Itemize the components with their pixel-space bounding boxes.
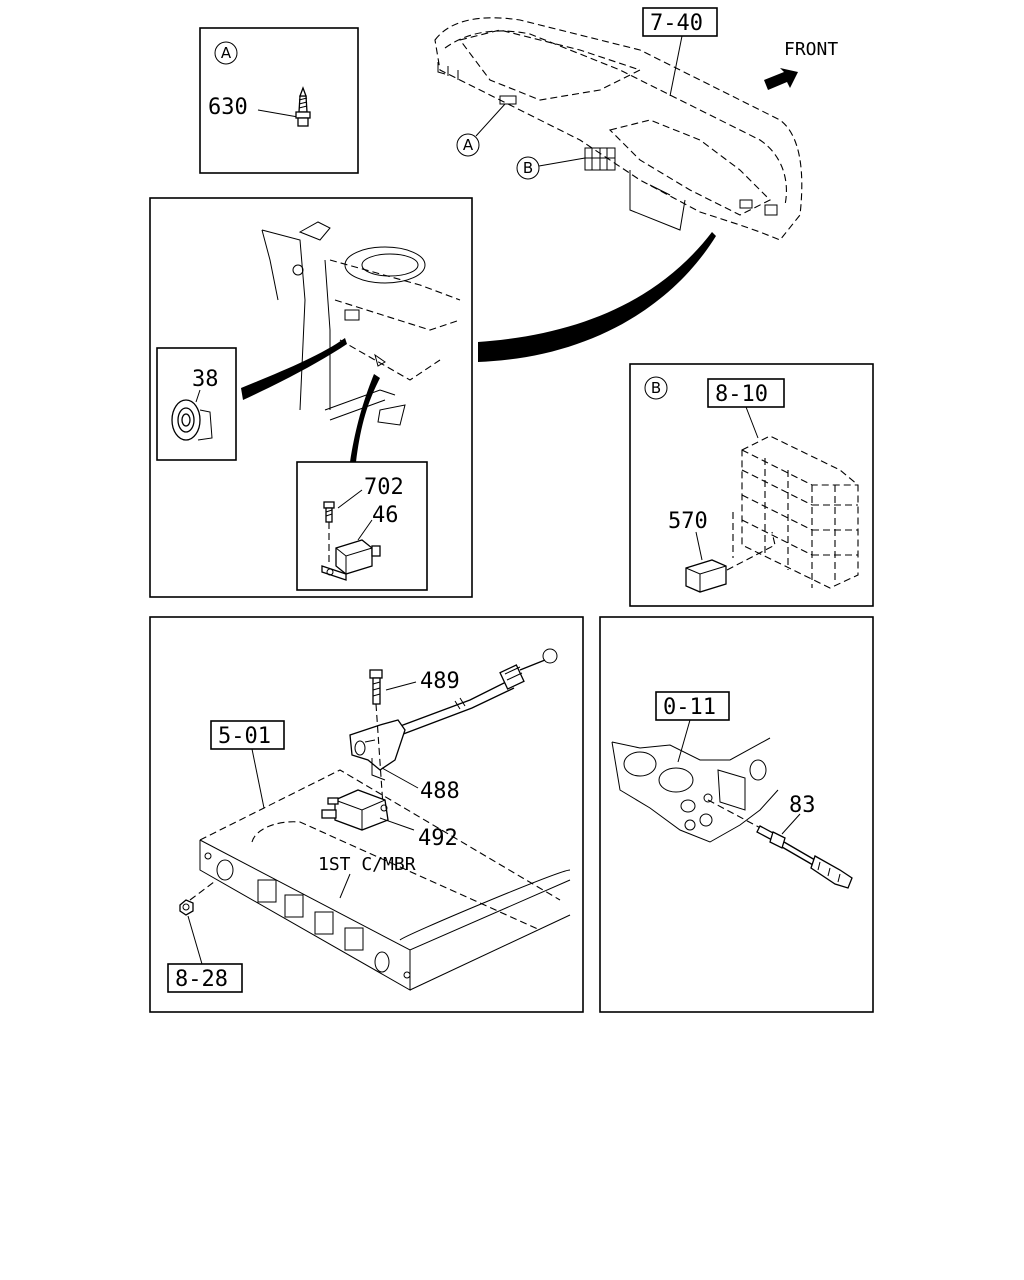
detail-b-panel: B 8-10 570 — [629, 363, 874, 607]
bracket-488-icon — [349, 719, 406, 781]
connector-arrow-46 — [350, 374, 380, 462]
callout-b-letter: B — [523, 159, 533, 177]
part-83-label: 83 — [789, 793, 816, 818]
firewall-panel — [149, 197, 473, 598]
nut-8-28-icon — [179, 899, 194, 916]
part-570-label: 570 — [668, 509, 708, 534]
ref-8-10-label: 8-10 — [715, 382, 768, 407]
sensor-83-icon — [756, 825, 853, 889]
part-46-label: 46 — [372, 503, 399, 528]
bolt-489-icon — [369, 669, 383, 705]
front-arrow-icon — [764, 68, 798, 90]
connector-arrow-dashboard — [478, 232, 716, 362]
first-crossmember-label: 1ST C/MBR — [318, 854, 416, 875]
connector-arrow-38 — [241, 338, 347, 400]
callout-a-circle-icon — [456, 133, 480, 157]
switch-46-icon — [321, 539, 381, 581]
ref-7-40-label: 7-40 — [650, 11, 703, 36]
detail-b-letter: B — [651, 379, 661, 397]
cable-illustration — [394, 648, 558, 737]
part-702-label: 702 — [364, 475, 404, 500]
engine-block-panel: 0-11 83 — [599, 616, 874, 1013]
part-492-label: 492 — [418, 826, 458, 851]
grommet-38-icon — [171, 399, 213, 441]
part-38-label: 38 — [192, 367, 219, 392]
callout-b-circle-icon — [644, 376, 668, 400]
part-46-panel: 702 46 — [296, 461, 428, 591]
switch-492-icon — [321, 789, 389, 831]
detail-a-letter: A — [221, 44, 232, 62]
ref-8-28-label: 8-28 — [175, 967, 228, 992]
part-38-panel: 38 — [156, 347, 237, 461]
screw-630-icon — [295, 86, 311, 127]
bolt-702-icon — [323, 501, 335, 523]
ref-0-11-label: 0-11 — [663, 695, 716, 720]
part-488-label: 488 — [420, 779, 460, 804]
detail-a-panel: A 630 — [199, 27, 359, 174]
front-label: FRONT — [784, 39, 838, 60]
callout-a-letter: A — [463, 136, 474, 154]
relay-570-icon — [685, 559, 727, 593]
engine-block-illustration — [611, 737, 779, 843]
part-489-label: 489 — [420, 669, 460, 694]
callout-a-circle-icon — [214, 41, 238, 65]
part-630-label: 630 — [208, 95, 248, 120]
ref-5-01-label: 5-01 — [218, 724, 271, 749]
dashboard-illustration: 7-40 FRONT A B — [434, 7, 838, 241]
crossmember-panel: 5-01 1ST C/MBR — [149, 616, 584, 1013]
callout-b-circle-icon — [516, 156, 540, 180]
crossmember-illustration — [199, 769, 571, 991]
fuse-relay-box-icon — [741, 435, 859, 589]
